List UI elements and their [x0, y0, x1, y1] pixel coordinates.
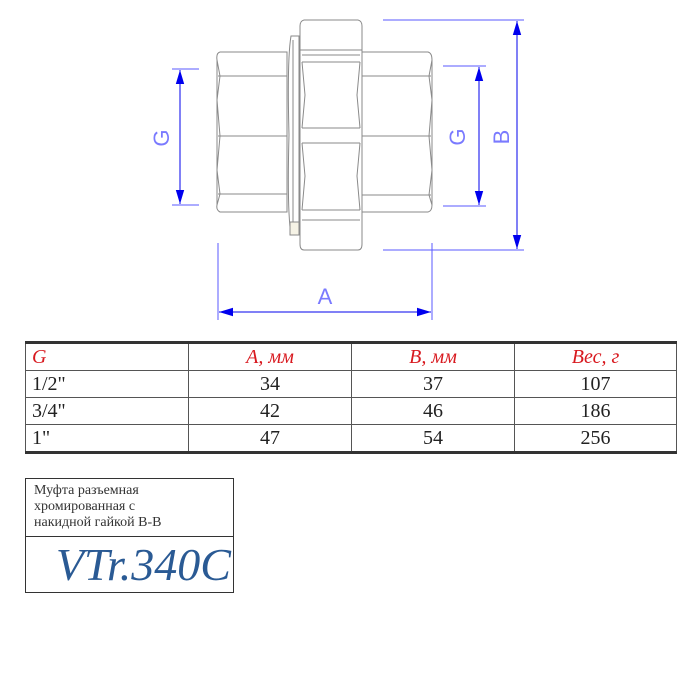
- cell-b: 46: [351, 397, 515, 425]
- cell-g: 1/2": [25, 370, 189, 398]
- union-flange: [287, 35, 300, 236]
- cell-weight: 256: [514, 424, 677, 453]
- header-b: B, мм: [351, 342, 515, 371]
- left-hex-body: [216, 51, 288, 213]
- dimension-g-right: [443, 65, 486, 207]
- cell-g: 3/4": [25, 397, 189, 425]
- dimension-label-g-left: G: [149, 129, 174, 146]
- cell-a: 34: [188, 370, 352, 398]
- table-header-row: G A, мм B, мм Вес, г: [25, 342, 677, 371]
- header-g: G: [25, 342, 189, 371]
- product-description: Муфта разъемная хромированная с накидной…: [26, 479, 233, 537]
- right-hex-body: [362, 51, 433, 213]
- technical-drawing: G G B A: [149, 19, 524, 320]
- cell-b: 54: [351, 424, 515, 453]
- product-label-box: Муфта разъемная хромированная с накидной…: [25, 478, 234, 593]
- description-line: накидной гайкой В-В: [34, 515, 162, 530]
- dimension-b: [383, 19, 524, 251]
- cell-a: 42: [188, 397, 352, 425]
- table-row: 1/2" 34 37 107: [25, 370, 677, 398]
- description-line: Муфта разъемная: [34, 483, 139, 498]
- product-code: VTr.340C: [55, 539, 231, 590]
- table-row: 3/4" 42 46 186: [25, 397, 677, 425]
- cell-a: 47: [188, 424, 352, 453]
- header-weight: Вес, г: [514, 342, 677, 371]
- table-row: 1" 47 54 256: [25, 424, 677, 453]
- dimension-a: [217, 243, 433, 320]
- cell-weight: 107: [514, 370, 677, 398]
- header-a: A, мм: [188, 342, 352, 371]
- dimensions-table: G A, мм B, мм Вес, г 1/2" 34 37 107 3/4"…: [25, 341, 677, 454]
- dimension-label-b: B: [489, 130, 514, 145]
- dimension-label-a: A: [318, 284, 333, 309]
- cell-weight: 186: [514, 397, 677, 425]
- description-line: хромированная с: [34, 499, 136, 514]
- cell-b: 37: [351, 370, 515, 398]
- dimension-g-left: [172, 68, 199, 206]
- union-nut: [299, 19, 363, 251]
- dimension-label-g-right: G: [445, 128, 470, 145]
- cell-g: 1": [25, 424, 189, 453]
